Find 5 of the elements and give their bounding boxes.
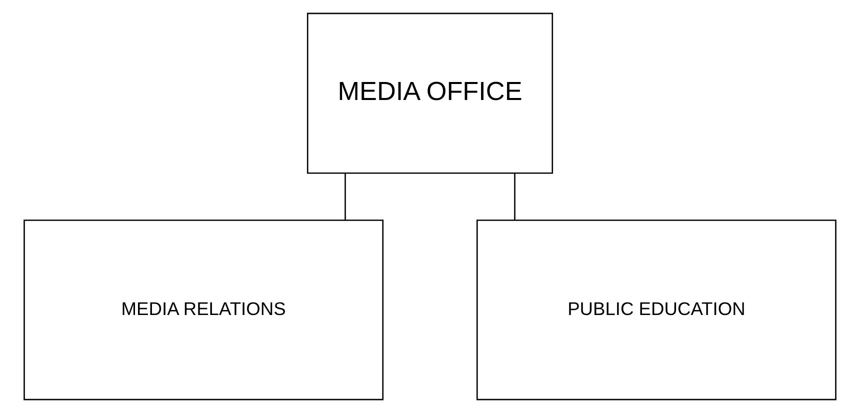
node-box: PUBLIC EDUCATION [476,220,836,400]
connector [344,173,346,220]
connector [514,173,516,220]
node-box: MEDIA RELATIONS [24,220,384,400]
node-box: MEDIA OFFICE [306,12,554,174]
